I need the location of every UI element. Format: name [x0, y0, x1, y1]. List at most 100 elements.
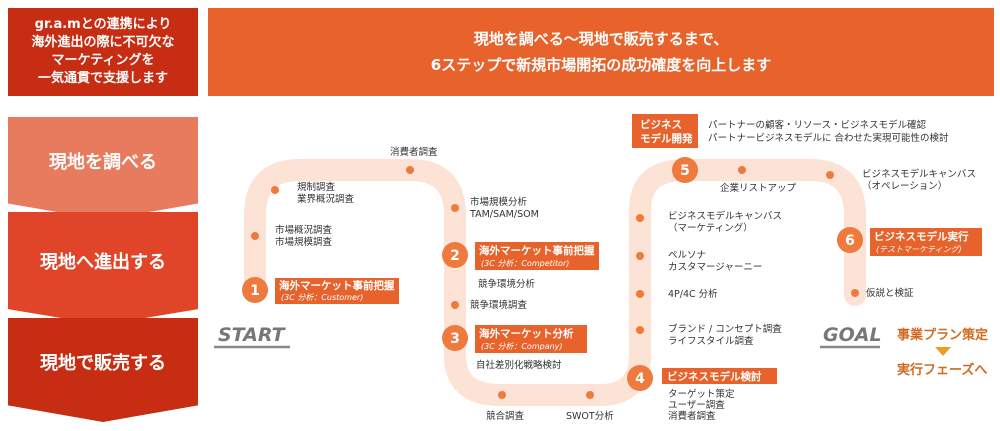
label-market-size: 市場規模分析 TAM/SAM/SOM: [469, 196, 539, 220]
phase-label: 現地を調べる: [49, 151, 157, 173]
label-line: （マーケティング）: [668, 222, 753, 234]
milestone-dots: [251, 166, 859, 399]
intro-box: gr.a.mとの連携により 海外進出の際に不可欠な マーケティングを 一気通貫で…: [8, 8, 198, 96]
label-line: ユーザー調査: [668, 399, 725, 411]
step-circle: [837, 227, 863, 253]
headline-banner: 現地を調べる～現地で販売するまで、 6ステップで新規市場開拓の成功確度を向上しま…: [208, 8, 994, 96]
label-line: ペルソナ: [668, 250, 706, 261]
label-line: ターゲット策定: [668, 388, 735, 400]
phase-entry: 現地へ進出する: [8, 212, 198, 325]
label-competitive: 競争環境分析: [478, 278, 536, 290]
next-phase-plan: 事業プラン策定: [897, 327, 988, 343]
step-circle: [442, 242, 468, 268]
step-title: 海外マーケット事前把握: [479, 244, 595, 257]
step-number: 6: [845, 233, 855, 249]
down-arrow-icon: [935, 347, 951, 356]
step-tag: [632, 114, 698, 148]
label-line: 4P/4C 分析: [668, 288, 718, 300]
step-circle: [672, 157, 698, 183]
label-line: 市場概況調査: [275, 224, 333, 236]
label-brand: ブランド / コンセプト調査 ライフスタイル調査: [668, 323, 785, 347]
label-line: パートナーの顧客・リソース・ビジネスモデル確認: [708, 119, 927, 131]
step-title: ビジネスモデル検討: [667, 370, 762, 383]
step-5: 5 ビジネス モデル開発: [632, 114, 698, 183]
label-line: カスタマージャーニー: [668, 262, 762, 273]
milestone-dot: [271, 186, 279, 194]
step-title: 海外マーケット事前把握: [279, 279, 395, 292]
label-hypothesis: 仮説と検証: [866, 287, 914, 299]
milestone-dot: [636, 326, 644, 334]
milestone-dot: [636, 214, 644, 222]
step-tag: [275, 278, 399, 304]
step-tag: [475, 325, 587, 353]
label-line: ビジネスモデルキャンバス: [668, 210, 782, 222]
headline-line: 現地を調べる～現地で販売するまで、: [473, 30, 729, 48]
label-bmc-operation: ビジネスモデルキャンバス （オペレーション）: [862, 168, 979, 192]
milestone-dot: [406, 166, 414, 174]
phase-label: 現地へ進出する: [40, 251, 166, 273]
label-line: 市場規模分析: [470, 196, 528, 208]
label-line: 企業リストアップ: [720, 182, 797, 194]
label-regulation: 規制調査 業界概況調査: [297, 181, 355, 205]
step-subtitle: (3C 分析：Competitor): [481, 259, 569, 268]
phase-label: 現地で販売する: [40, 353, 166, 374]
label-line: 消費者調査: [668, 410, 716, 422]
label-line: 競争環境分析: [478, 278, 536, 290]
label-line: 仮説と検証: [866, 287, 914, 299]
label-line: 業界概況調査: [297, 193, 355, 205]
milestone-dot: [636, 252, 644, 260]
step-tag: [870, 228, 982, 256]
step-title: ビジネス: [640, 118, 682, 131]
label-line: 競争環境調査: [470, 299, 528, 311]
label-consumer: 消費者調査: [390, 146, 438, 158]
label-4p4c: 4P/4C 分析: [668, 288, 718, 300]
step-2: 2 海外マーケット事前把握 (3C 分析：Competitor): [442, 242, 599, 270]
step-title: モデル開発: [640, 132, 693, 145]
headline-line: 6ステップで新規市場開拓の成功確度を向上します: [430, 56, 772, 74]
step-title: 海外マーケット分析: [479, 327, 574, 340]
label-persona: ペルソナ カスタマージャーニー: [668, 250, 762, 273]
label-line: 規制調査: [297, 181, 336, 193]
step-number: 5: [680, 163, 690, 179]
step-3: 3 海外マーケット分析 (3C 分析：Company): [442, 325, 587, 353]
label-competitive-research: 競争環境調査: [470, 299, 528, 311]
step-title: ビジネスモデル実行: [874, 230, 969, 243]
label-line: 競合調査: [486, 410, 525, 422]
step-number: 2: [450, 248, 460, 264]
label-line: SWOT分析: [566, 410, 614, 422]
label-line: TAM/SAM/SOM: [469, 209, 539, 220]
phase-sales: 現地で販売する: [8, 318, 198, 422]
milestone-dot: [451, 204, 459, 212]
intro-line: gr.a.mとの連携により: [34, 17, 172, 32]
label-line: ブランド / コンセプト調査: [668, 323, 782, 335]
label-swot: SWOT分析: [566, 410, 614, 422]
label-competitor-research: 競合調査: [486, 410, 525, 422]
step-circle: [442, 325, 468, 351]
step-1: 1 海外マーケット事前把握 (3C 分析：Customer): [242, 277, 399, 304]
milestone-dot: [251, 232, 259, 240]
label-company-list: 企業リストアップ: [720, 182, 797, 194]
label-line: 自社差別化戦略検討: [476, 359, 562, 371]
label-line: 市場規模調査: [275, 236, 333, 248]
milestone-dot: [451, 301, 459, 309]
step-4: 4 ビジネスモデル検討: [627, 365, 777, 391]
label-differentiation: 自社差別化戦略検討: [476, 359, 562, 371]
label-market-overview: 市場概況調査 市場規模調査: [275, 224, 335, 248]
milestone-dot: [498, 391, 506, 399]
label-line: 消費者調査: [390, 146, 438, 158]
intro-line: マーケティングを: [51, 53, 155, 68]
label-bmc-marketing: ビジネスモデルキャンバス （マーケティング）: [668, 210, 785, 234]
step-number: 1: [250, 283, 260, 299]
step-circle: [627, 365, 653, 391]
step-subtitle: (テストマーケティング): [876, 245, 962, 254]
milestone-dot: [738, 166, 746, 174]
intro-line: 一気通貫で支援します: [37, 71, 168, 86]
step-circle: [242, 277, 268, 303]
label-line: ライフスタイル調査: [668, 335, 754, 347]
step-subtitle: (3C 分析：Company): [481, 342, 563, 351]
start-label: START: [218, 324, 287, 346]
label-target: ターゲット策定 ユーザー調査 消費者調査: [668, 388, 738, 422]
milestone-dot: [636, 290, 644, 298]
intro-line: 海外進出の際に不可欠な: [31, 35, 175, 50]
